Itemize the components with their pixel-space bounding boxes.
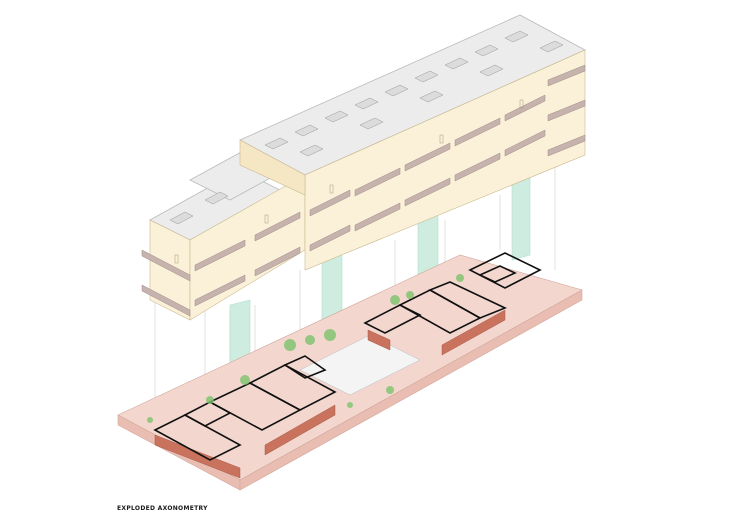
balconies <box>141 64 586 317</box>
drawing-caption: EXPLODED AXONOMETRY <box>117 505 208 512</box>
residential-block <box>141 14 586 321</box>
ground-plinth <box>117 252 583 491</box>
windows <box>174 99 524 264</box>
brick-walls <box>154 309 506 479</box>
planting <box>147 274 464 423</box>
solar-panels <box>169 30 564 225</box>
unit-outlines <box>153 252 542 461</box>
